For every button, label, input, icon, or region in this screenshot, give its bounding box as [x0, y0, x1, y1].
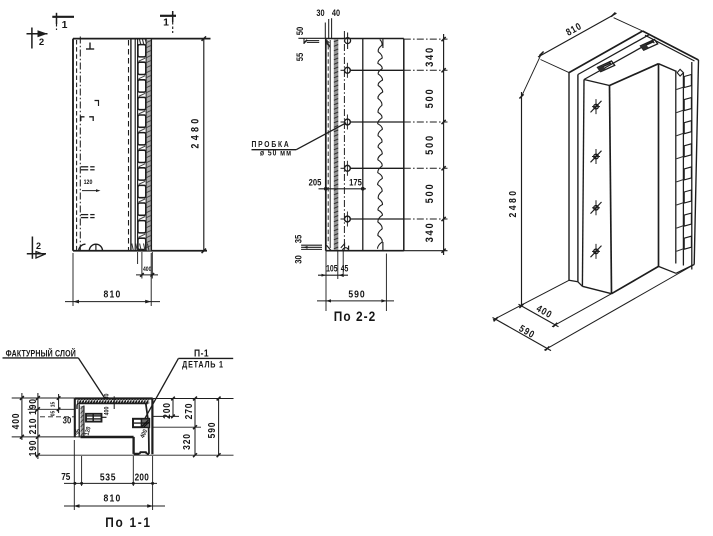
svg-text:400: 400	[104, 407, 110, 416]
svg-text:400: 400	[140, 429, 150, 440]
svg-text:50: 50	[294, 26, 305, 35]
svg-text:30: 30	[316, 8, 325, 18]
svg-text:ø 50 мм: ø 50 мм	[260, 148, 292, 158]
svg-text:535: 535	[100, 472, 116, 484]
svg-text:ФАКТУРНЫЙ СЛОЙ: ФАКТУРНЫЙ СЛОЙ	[6, 349, 76, 359]
svg-text:500: 500	[424, 134, 436, 155]
svg-text:1: 1	[62, 19, 68, 31]
svg-text:340: 340	[424, 222, 436, 243]
svg-text:ПРОБКА: ПРОБКА	[251, 139, 290, 149]
svg-text:500: 500	[424, 183, 436, 204]
svg-text:ДЕТАЛЬ 1: ДЕТАЛЬ 1	[182, 360, 224, 370]
svg-text:35: 35	[76, 429, 82, 435]
svg-text:45: 45	[341, 263, 349, 273]
svg-text:400: 400	[143, 267, 151, 274]
svg-text:30: 30	[293, 255, 304, 264]
svg-text:2480: 2480	[507, 189, 519, 218]
svg-text:400: 400	[10, 413, 21, 430]
svg-text:2: 2	[39, 37, 44, 48]
svg-text:По 2-2: По 2-2	[334, 308, 376, 324]
svg-text:590: 590	[348, 289, 365, 301]
svg-text:75: 75	[61, 471, 70, 482]
svg-text:30: 30	[63, 415, 72, 426]
svg-text:40: 40	[332, 8, 341, 18]
svg-text:590: 590	[206, 422, 217, 439]
svg-text:05: 05	[50, 411, 56, 416]
svg-text:П-1: П-1	[194, 348, 209, 359]
svg-text:340: 340	[424, 46, 436, 67]
svg-text:105: 105	[326, 263, 338, 273]
svg-text:200: 200	[161, 402, 172, 419]
svg-text:2: 2	[36, 241, 41, 251]
svg-text:120: 120	[84, 180, 93, 186]
svg-text:500: 500	[424, 88, 436, 109]
svg-text:190: 190	[27, 398, 38, 415]
svg-text:200: 200	[135, 472, 149, 483]
svg-text:55: 55	[294, 52, 305, 61]
svg-text:120: 120	[84, 426, 93, 436]
svg-text:1: 1	[163, 17, 169, 29]
svg-text:175: 175	[349, 177, 362, 188]
svg-text:190: 190	[27, 440, 38, 457]
svg-text:205: 205	[309, 177, 322, 188]
svg-text:270: 270	[184, 403, 195, 420]
svg-text:210: 210	[27, 418, 38, 435]
svg-text:35: 35	[293, 234, 304, 243]
svg-text:320: 320	[182, 433, 193, 450]
svg-text:810: 810	[103, 493, 121, 505]
svg-text:30: 30	[104, 394, 110, 400]
svg-text:2480: 2480	[190, 115, 202, 148]
svg-text:По 1-1: По 1-1	[105, 514, 152, 530]
svg-text:15: 15	[50, 402, 56, 407]
svg-text:810: 810	[103, 289, 121, 301]
